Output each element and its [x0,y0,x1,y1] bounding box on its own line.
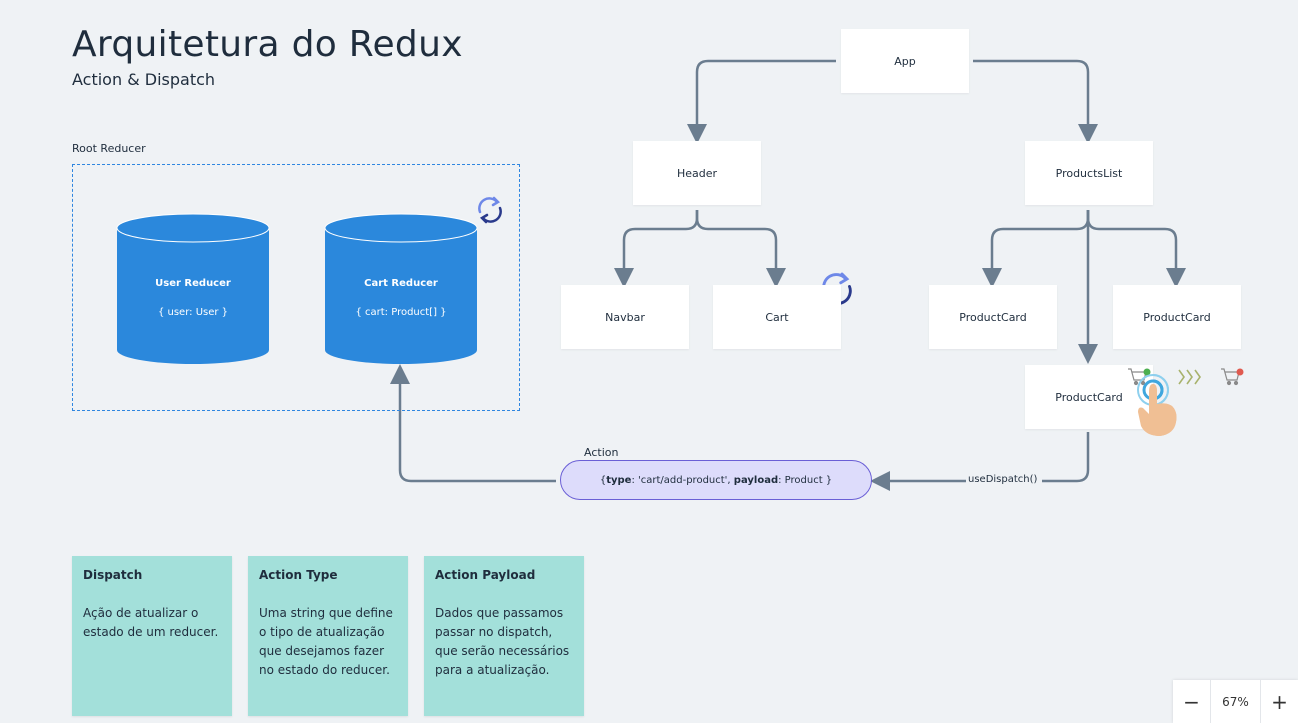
zoom-out-button[interactable]: − [1183,689,1200,714]
cart-reducer-title: Cart Reducer [364,278,438,289]
user-reducer-title: User Reducer [155,278,231,289]
chevrons-right-icon [1178,369,1201,385]
page-title: Arquitetura do Redux [72,24,463,65]
action-object[interactable]: {type: 'cart/add-product', payload: Prod… [560,460,872,500]
user-reducer-state: { user: User } [157,307,229,318]
note-body: Uma string que define o tipo de atualiza… [259,606,393,677]
note-body: Dados que passamos passar no dispatch, q… [435,606,570,677]
note-title: Dispatch [83,568,143,582]
root-reducer-label: Root Reducer [72,142,146,155]
connector-card-dispatch [1042,432,1090,483]
zoom-in-button[interactable]: + [1271,689,1288,714]
zoom-control: − 67% + [1173,680,1298,723]
action-label: Action [584,446,619,459]
note-title: Action Payload [435,568,536,582]
node-product-card-bottom[interactable]: ProductCard [1025,365,1153,429]
connector-header-cart [695,210,786,288]
note-dispatch[interactable]: Dispatch Ação de atualizar o estado de u… [72,556,232,716]
zoom-level[interactable]: 67% [1210,680,1261,723]
dispatch-label: useDispatch() [968,474,1038,485]
refresh-icon [478,196,502,224]
connector-list-card-left [982,210,1090,288]
node-navbar[interactable]: Navbar [561,285,689,349]
action-payload-value: : Product } [778,474,833,486]
node-products-list[interactable]: ProductsList [1025,141,1153,205]
page-subtitle: Action & Dispatch [72,70,216,89]
node-app[interactable]: App [841,29,969,93]
note-title: Action Type [259,568,338,582]
note-body: Ação de atualizar o estado de um reducer… [83,606,219,639]
node-header[interactable]: Header [633,141,761,205]
action-open-brace: { [599,474,607,486]
cart-remove-icon [1221,368,1244,386]
node-product-card-left[interactable]: ProductCard [929,285,1057,349]
node-product-card-right[interactable]: ProductCard [1113,285,1241,349]
root-reducer-box [72,164,520,411]
user-reducer-cylinder [116,213,270,364]
cart-reducer[interactable]: Cart Reducer { cart: Product[] } [325,278,477,318]
action-payload-key: payload [733,474,779,486]
action-type-key: type [606,474,632,486]
user-reducer[interactable]: User Reducer { user: User } [117,278,269,318]
connector-header-navbar [614,210,699,288]
cart-reducer-state: { cart: Product[] } [355,307,447,318]
cart-reducer-cylinder [324,213,478,364]
action-type-value: : 'cart/add-product', [631,474,734,486]
connector-app-productslist [973,59,1098,144]
note-action-payload[interactable]: Action Payload Dados que passamos passar… [424,556,584,716]
node-cart[interactable]: Cart [713,285,841,349]
connector-list-card-right [1086,210,1186,288]
connector-app-header [687,59,836,144]
connector-action-reducer [390,364,556,483]
note-action-type[interactable]: Action Type Uma string que define o tipo… [248,556,408,716]
